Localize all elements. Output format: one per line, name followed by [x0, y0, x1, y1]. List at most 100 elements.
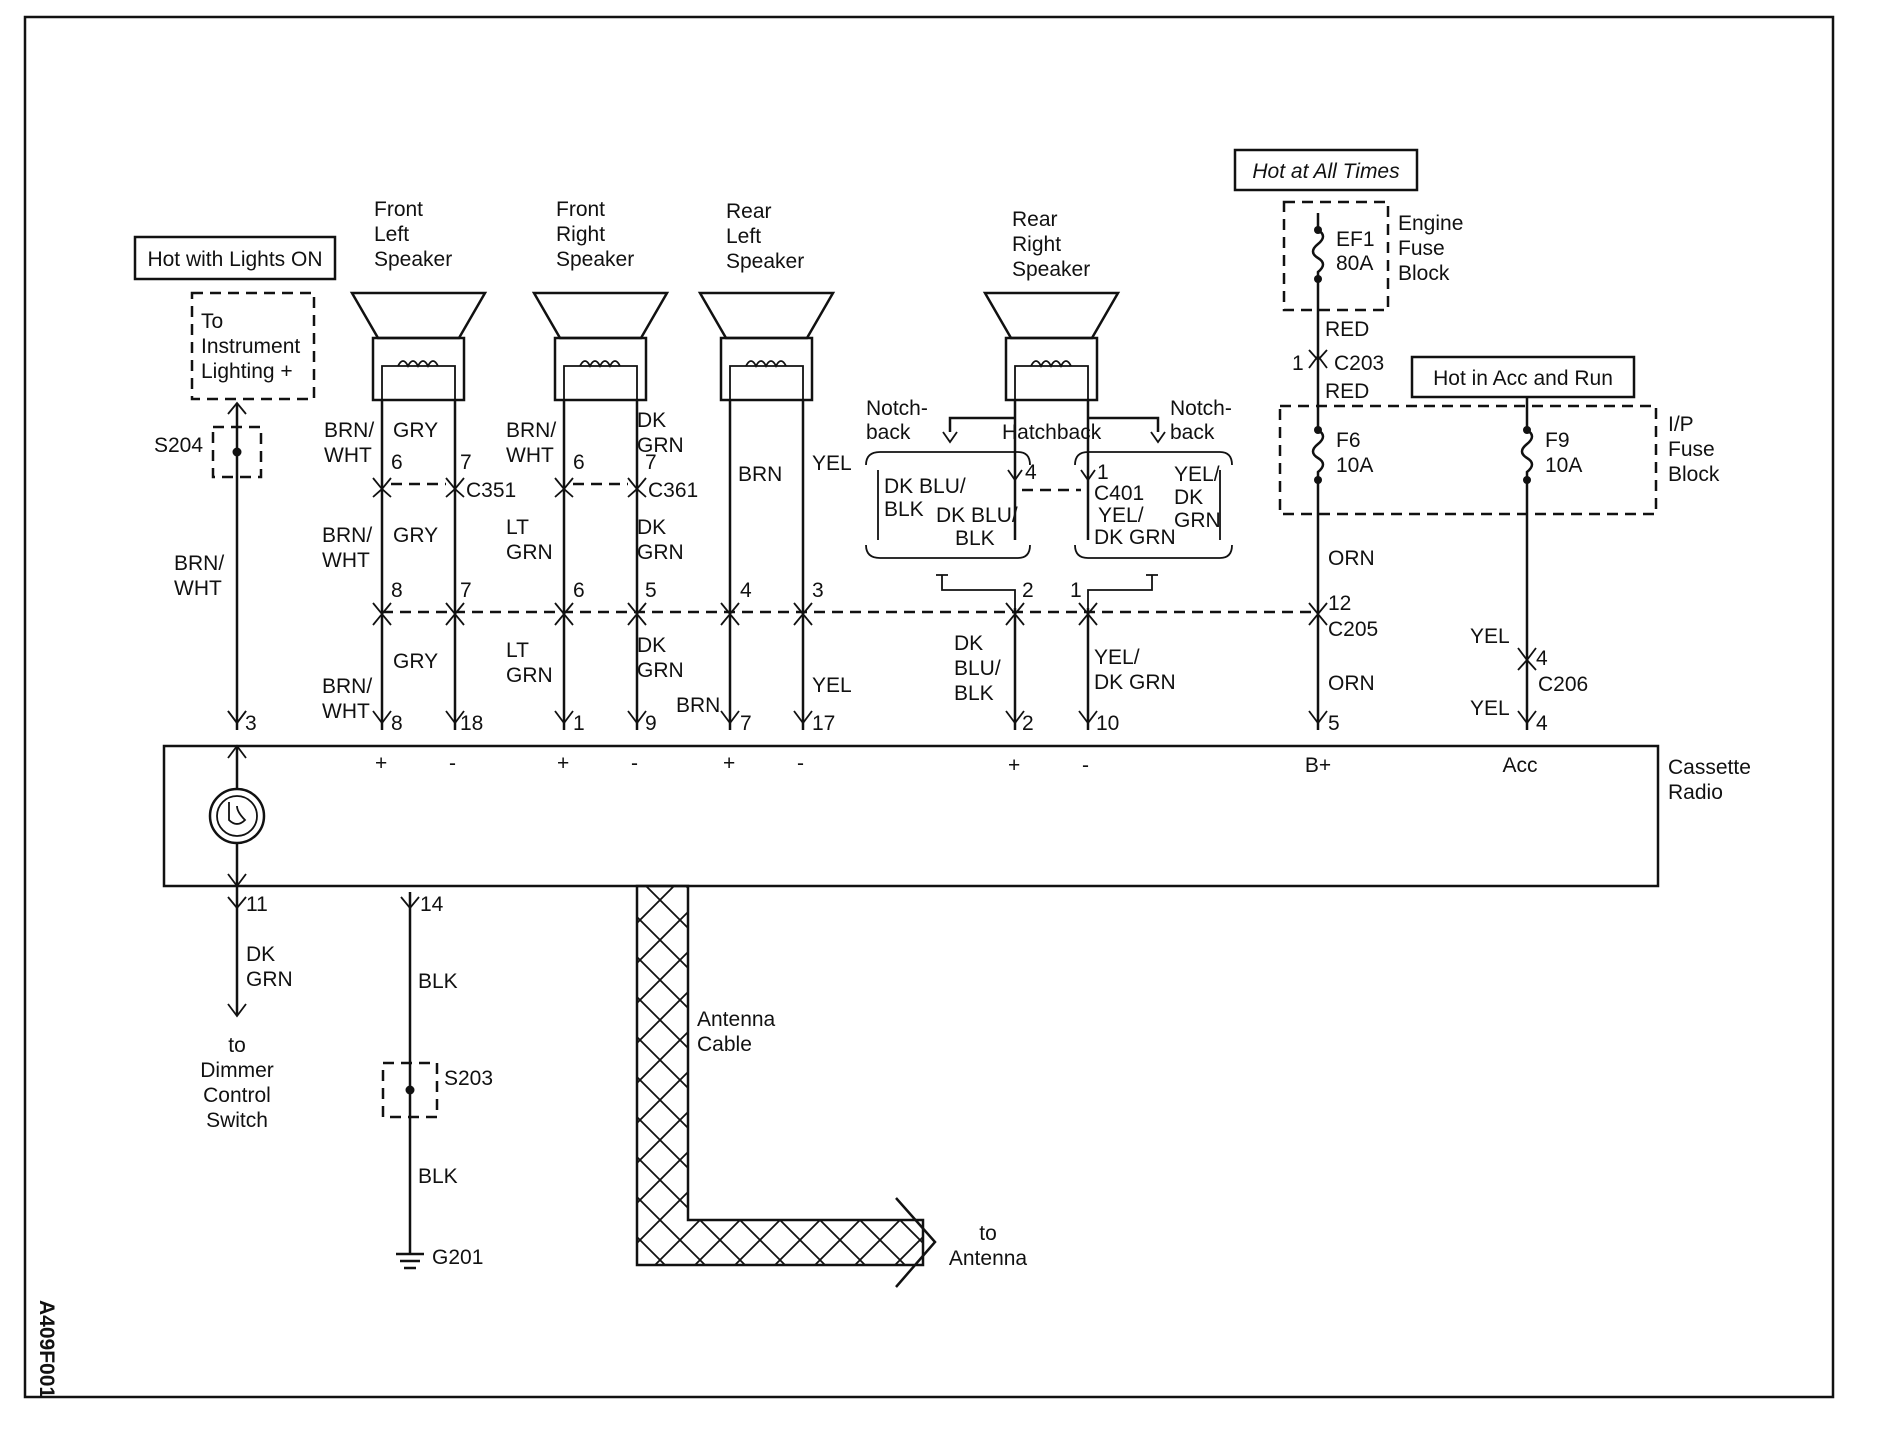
svg-text:Right: Right — [1012, 233, 1061, 256]
svg-text:BRN/: BRN/ — [322, 524, 372, 547]
yel-acc-a: YEL — [1470, 625, 1510, 648]
brn-wht-fr-a: BRN/ WHT — [506, 419, 556, 467]
brn-rl-b: BRN — [676, 694, 720, 717]
svg-text:7: 7 — [460, 579, 472, 602]
svg-text:F9: F9 — [1545, 429, 1570, 452]
svg-text:-: - — [449, 752, 456, 775]
svg-text:Instrument: Instrument — [201, 335, 300, 358]
dk-grn-fr-c: DK GRN — [637, 634, 684, 682]
svg-text:Front: Front — [556, 198, 605, 221]
svg-text:4: 4 — [740, 579, 752, 602]
ip-fuse-block-label: I/P Fuse Block — [1668, 413, 1720, 486]
svg-text:Cassette: Cassette — [1668, 756, 1751, 779]
svg-text:Notch-: Notch- — [866, 397, 928, 420]
dk-grn-fr-a: DK GRN — [637, 409, 684, 457]
svg-text:LT: LT — [506, 516, 529, 539]
svg-text:Notch-: Notch- — [1170, 397, 1232, 420]
svg-text:YEL/: YEL/ — [1098, 504, 1144, 527]
c206-label: C206 — [1538, 673, 1588, 696]
rear-left-speaker-icon — [697, 291, 836, 402]
rear-left-speaker-label: Rear Left Speaker — [726, 200, 804, 273]
yel-dk-grn-hatch: YEL/ DK GRN — [1094, 504, 1176, 549]
svg-text:BLK: BLK — [884, 498, 924, 521]
ground-symbol-icon — [396, 1252, 424, 1270]
svg-text:To: To — [201, 310, 223, 333]
svg-text:DK GRN: DK GRN — [1094, 671, 1176, 694]
svg-text:DK: DK — [954, 632, 983, 655]
f6-fuse — [1311, 408, 1325, 730]
rear-right-speaker-icon — [982, 291, 1121, 402]
lt-grn-fr-c: LT GRN — [506, 639, 553, 687]
brn-wht-fl-a: BRN/ WHT — [324, 419, 374, 467]
svg-text:BLK: BLK — [954, 682, 994, 705]
splice-s203 — [381, 1061, 439, 1119]
pin-lights: 3 — [245, 712, 257, 735]
svg-text:Radio: Radio — [1668, 781, 1723, 804]
dk-blu-blk-hatch: DK BLU/ BLK — [936, 504, 1018, 550]
antenna-cable — [635, 884, 925, 1267]
svg-text:Rear: Rear — [726, 200, 772, 223]
instrument-lighting-label: To Instrument Lighting + — [201, 310, 300, 383]
to-antenna-label: to Antenna — [949, 1222, 1028, 1270]
rear-right-speaker-label: Rear Right Speaker — [1012, 208, 1090, 281]
svg-text:WHT: WHT — [324, 444, 372, 467]
diagram-border — [23, 15, 1835, 1399]
svg-text:Left: Left — [726, 225, 761, 248]
svg-text:1: 1 — [1292, 352, 1304, 375]
instrument-lighting-box — [190, 291, 316, 401]
svg-text:GRN: GRN — [637, 434, 684, 457]
svg-text:back: back — [1170, 421, 1215, 444]
svg-text:Rear: Rear — [1012, 208, 1058, 231]
svg-text:Left: Left — [374, 223, 409, 246]
svg-text:Dimmer: Dimmer — [200, 1059, 274, 1082]
brn-wht-fl-c: BRN/ WHT — [322, 675, 372, 723]
svg-text:GRN: GRN — [637, 541, 684, 564]
svg-text:10A: 10A — [1336, 454, 1373, 477]
svg-text:80A: 80A — [1336, 252, 1373, 275]
svg-text:BRN/: BRN/ — [174, 552, 224, 575]
svg-text:+: + — [723, 752, 735, 775]
svg-text:6: 6 — [391, 451, 403, 474]
lights-on-box — [133, 235, 337, 281]
svg-text:Engine: Engine — [1398, 212, 1463, 235]
dk-blu-blk-notch: DK BLU/ BLK — [884, 475, 966, 521]
yel-acc-b: YEL — [1470, 697, 1510, 720]
f6-label: F6 10A — [1336, 429, 1373, 477]
svg-text:WHT: WHT — [506, 444, 554, 467]
svg-text:+: + — [375, 752, 387, 775]
cassette-radio-box — [162, 744, 1660, 888]
c361-label: C361 — [648, 479, 698, 502]
svg-text:-: - — [797, 752, 804, 775]
svg-text:8: 8 — [391, 579, 403, 602]
orn-label-a: ORN — [1328, 547, 1375, 570]
svg-text:Block: Block — [1398, 262, 1450, 285]
notchback-right-label: Notch- back — [1170, 397, 1232, 444]
all-times-label: Hot at All Times — [1252, 160, 1400, 183]
svg-text:1: 1 — [573, 712, 585, 735]
svg-text:back: back — [866, 421, 911, 444]
svg-text:4: 4 — [1536, 712, 1548, 735]
svg-text:10A: 10A — [1545, 454, 1582, 477]
svg-text:DK: DK — [637, 409, 666, 432]
notchback-left-label: Notch- back — [866, 397, 928, 444]
cassette-radio-label: Cassette Radio — [1668, 756, 1751, 804]
svg-text:2: 2 — [1022, 579, 1034, 602]
front-left-speaker-label: Front Left Speaker — [374, 198, 452, 271]
svg-text:Speaker: Speaker — [374, 248, 452, 271]
svg-text:LT: LT — [506, 639, 529, 662]
radio-batt-label: B+ — [1305, 754, 1331, 777]
yel-rl-b: YEL — [812, 674, 852, 697]
f9-label: F9 10A — [1545, 429, 1582, 477]
svg-text:F6: F6 — [1336, 429, 1361, 452]
svg-text:3: 3 — [812, 579, 824, 602]
acc-run-box — [1410, 355, 1636, 399]
brn-wht-lights-label: BRN/ WHT — [174, 552, 224, 600]
dk-blu-blk-radio: DK BLU/ BLK — [954, 632, 1001, 705]
svg-text:EF1: EF1 — [1336, 228, 1375, 251]
svg-text:14: 14 — [420, 893, 444, 916]
svg-text:WHT: WHT — [174, 577, 222, 600]
radio-polarity-labels: + - + - + - + - — [375, 752, 1089, 777]
svg-text:Speaker: Speaker — [1012, 258, 1090, 281]
svg-text:1: 1 — [1070, 579, 1082, 602]
